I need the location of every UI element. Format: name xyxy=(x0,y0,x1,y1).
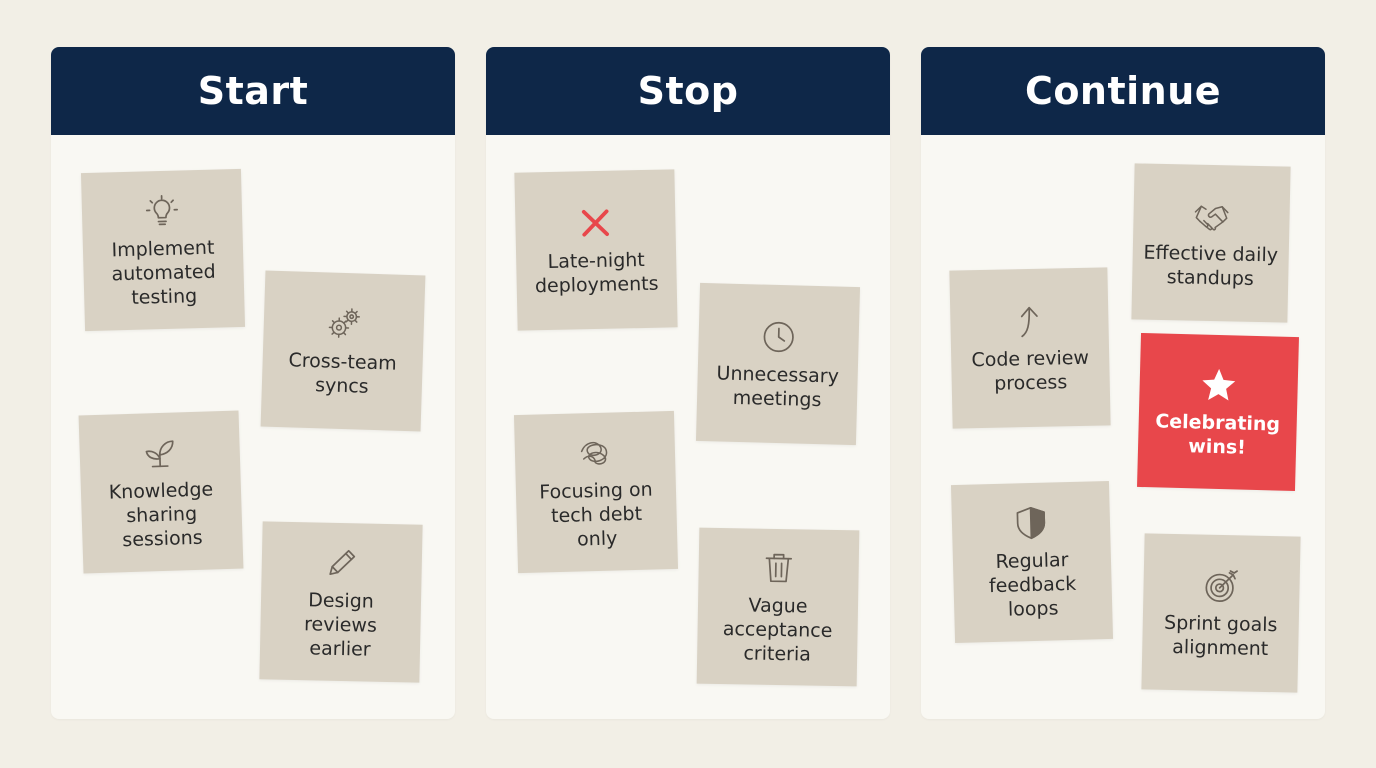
column-body: Late-night deployments Unnecessary meeti… xyxy=(486,135,890,719)
note-text: Code review process xyxy=(971,346,1090,395)
shield-icon xyxy=(1010,502,1051,543)
x-mark-icon xyxy=(575,203,616,244)
column-header: Start xyxy=(51,47,455,135)
sticky-note[interactable]: Design reviews earlier xyxy=(259,521,423,683)
sticky-note[interactable]: Knowledge sharing sessions xyxy=(78,410,244,574)
note-text: Celebrating wins! xyxy=(1155,410,1281,459)
note-text: Cross-team syncs xyxy=(288,349,398,398)
column-title: Stop xyxy=(637,69,739,113)
sticky-note[interactable]: Focusing on tech debt only xyxy=(513,410,679,574)
handshake-icon xyxy=(1191,196,1232,237)
sticky-note[interactable]: Implement automated testing xyxy=(80,168,246,332)
column-header: Stop xyxy=(486,47,890,135)
pencil-icon xyxy=(321,543,362,584)
star-icon xyxy=(1198,364,1239,405)
sticky-note[interactable]: Cross-team syncs xyxy=(260,270,426,432)
column-title: Start xyxy=(197,69,309,113)
note-text: Sprint goals alignment xyxy=(1163,611,1278,660)
column-body: Effective daily standups Code review pro… xyxy=(921,135,1325,719)
note-text: Regular feedback loops xyxy=(988,549,1077,621)
sticky-note-highlighted[interactable]: Celebrating wins! xyxy=(1137,332,1299,492)
clock-icon xyxy=(758,316,799,357)
column-body: Implement automated testing Cross-team s… xyxy=(51,135,455,719)
sprout-icon xyxy=(139,432,180,473)
note-text: Knowledge sharing sessions xyxy=(108,478,214,552)
note-text: Focusing on tech debt only xyxy=(539,478,653,551)
column-continue: Continue Effective daily standups xyxy=(921,47,1325,719)
column-header: Continue xyxy=(921,47,1325,135)
note-text: Unnecessary meetings xyxy=(716,362,840,412)
column-stop: Stop Late-night deployments xyxy=(486,47,890,719)
sticky-note[interactable]: Vague acceptance criteria xyxy=(696,527,860,687)
target-icon xyxy=(1201,566,1242,607)
note-text: Implement automated testing xyxy=(111,236,216,309)
sticky-note[interactable]: Unnecessary meetings xyxy=(695,282,861,446)
gears-icon xyxy=(323,303,364,344)
sticky-note[interactable]: Sprint goals alignment xyxy=(1141,533,1301,693)
arrow-up-icon xyxy=(1009,301,1050,342)
tangle-icon xyxy=(574,432,615,473)
note-text: Late-night deployments xyxy=(534,248,659,298)
column-title: Continue xyxy=(1024,69,1222,113)
sticky-note[interactable]: Code review process xyxy=(949,267,1111,429)
column-start: Start Implement automated testi xyxy=(51,47,455,719)
sticky-note[interactable]: Regular feedback loops xyxy=(950,480,1114,644)
sticky-note[interactable]: Effective daily standups xyxy=(1131,163,1291,323)
lightbulb-icon xyxy=(141,190,182,231)
note-text: Vague acceptance criteria xyxy=(722,594,833,666)
trash-icon xyxy=(758,548,799,589)
sticky-note[interactable]: Late-night deployments xyxy=(514,169,678,331)
note-text: Design reviews earlier xyxy=(303,589,378,661)
note-text: Effective daily standups xyxy=(1143,241,1279,290)
